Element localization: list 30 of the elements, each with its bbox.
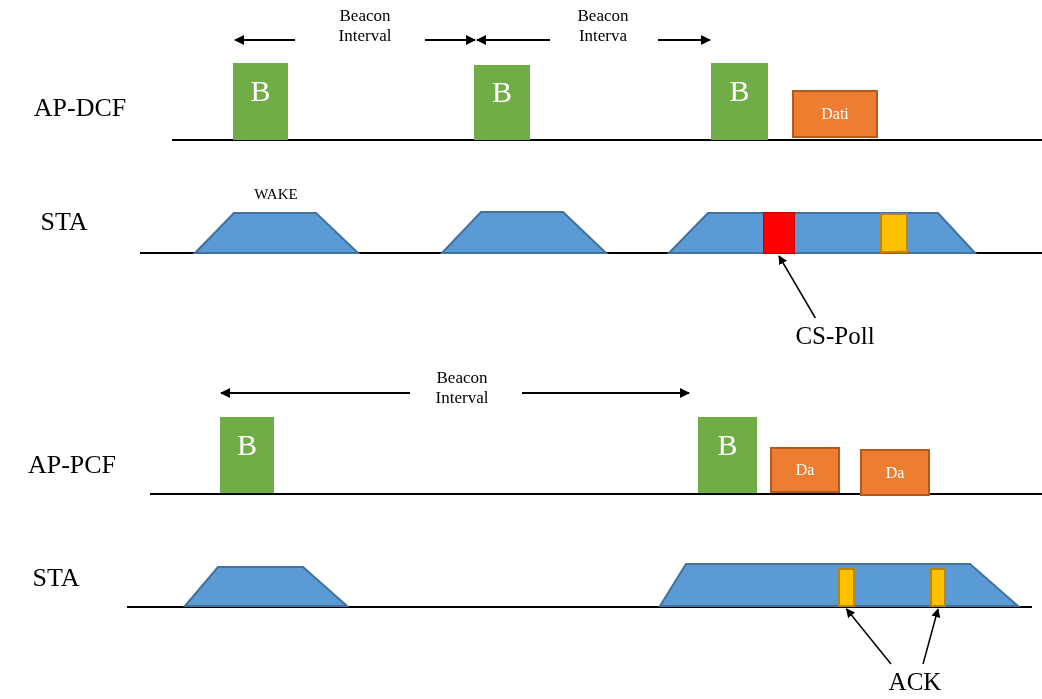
wake-period-shape [442,211,606,254]
row-label: STA [32,563,80,593]
beacon-frame: B [474,65,530,140]
beacon-frame: B [698,417,757,493]
data-frame: Da [860,449,930,496]
callout-label: ACK [860,664,970,699]
data-frame: Dati [792,90,878,138]
ack-frame [838,568,855,607]
row-label: AP-PCF [27,450,117,480]
ack-frame [880,213,908,253]
interval-label: Beacon Interva [576,6,630,46]
data-frame: Da [770,447,840,493]
wake-period-shape [669,212,975,254]
callout-label: CS-Poll [770,318,900,354]
ack-frame [930,568,946,607]
beacon-frame: B [711,63,768,140]
state-label: WAKE [254,186,298,204]
interval-label: Beacon Interval [337,6,393,46]
leader-line [922,608,941,665]
interval-label: Beacon Interval [434,368,490,408]
beacon-frame: B [233,63,288,140]
wake-period-shape [185,566,347,607]
wake-period-shape [195,212,358,254]
wake-period-shape [660,563,1018,607]
leader-line [778,255,817,319]
leader-line [845,608,892,665]
poll-frame [763,212,795,254]
row-label: AP-DCF [33,93,127,123]
row-label: STA [40,207,88,237]
beacon-frame: B [220,417,274,493]
